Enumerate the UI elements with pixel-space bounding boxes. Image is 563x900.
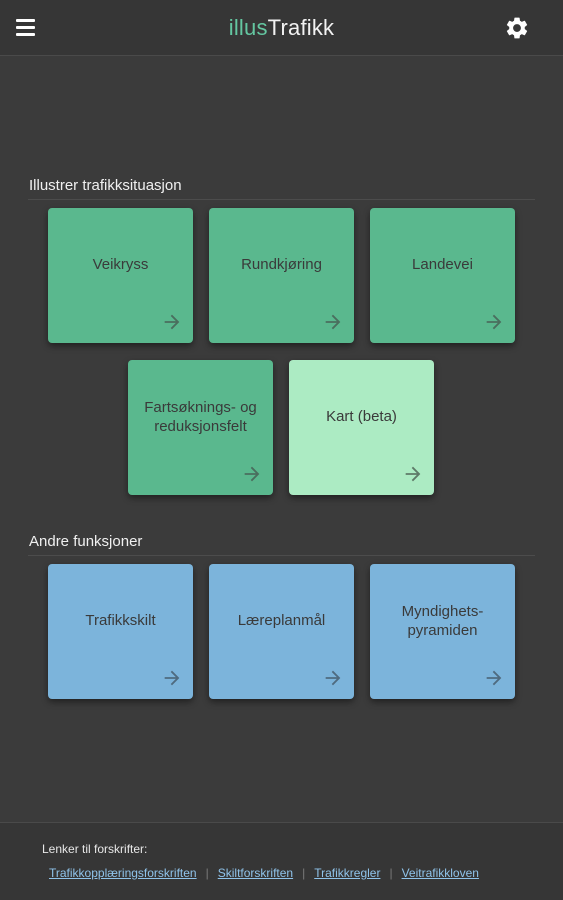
link-trafikkopplaeringsforskriften[interactable]: Trafikkopplæringsforskriften [49,866,197,880]
card-veikryss[interactable]: Veikryss [48,208,193,343]
arrow-right-icon [325,670,341,686]
footer-links: Trafikkopplæringsforskriften | Skiltforskr… [49,866,479,880]
link-veitrafikkloven[interactable]: Veitrafikkloven [401,866,479,880]
card-label: Trafikkskilt [85,612,156,629]
app-title-part2: Trafikk [267,15,335,40]
link-separator: | [302,866,306,880]
gear-icon[interactable] [504,15,530,41]
card-label: Læreplanmål [237,612,326,629]
card-rundkjoring[interactable]: Rundkjøring [209,208,354,343]
arrow-right-icon [405,466,421,482]
section-title-other: Andre funksjoner [29,533,143,550]
card-label: Fartsøknings- og reduksjonsfelt [144,398,257,435]
card-fartsokningsfelt[interactable]: Fartsøknings- og reduksjonsfelt [128,360,273,495]
card-label: Veikryss [92,256,149,273]
hamburger-menu-icon[interactable] [14,16,38,40]
card-label: Landevei [412,256,473,273]
card-landevei[interactable]: Landevei [370,208,515,343]
section-title-illustrate: Illustrer trafikksituasjon [29,177,182,194]
arrow-right-icon [164,670,180,686]
card-kart-beta[interactable]: Kart (beta) [289,360,434,495]
card-trafikkskilt[interactable]: Trafikkskilt [48,564,193,699]
card-label: Rundkjøring [241,256,322,273]
arrow-right-icon [244,466,260,482]
card-label: Myndighets- pyramiden [401,602,484,639]
card-laereplanmal[interactable]: Læreplanmål [209,564,354,699]
arrow-right-icon [325,314,341,330]
link-trafikkregler[interactable]: Trafikkregler [314,866,381,880]
arrow-right-icon [486,314,502,330]
footer-heading: Lenker til forskrifter: [42,842,148,856]
arrow-right-icon [486,670,502,686]
card-label: Kart (beta) [326,408,397,425]
app-title: illusTrafikk [0,14,563,42]
section-divider [28,555,535,556]
link-separator: | [205,866,209,880]
top-app-bar: illusTrafikk [0,0,563,56]
app-title-part1: illus [228,15,268,40]
link-skiltforskriften[interactable]: Skiltforskriften [217,866,294,880]
card-myndighetspyramiden[interactable]: Myndighets- pyramiden [370,564,515,699]
link-separator: | [389,866,393,880]
section-divider [28,199,535,200]
footer: Lenker til forskrifter: Trafikkopplæring… [0,822,563,900]
arrow-right-icon [164,314,180,330]
